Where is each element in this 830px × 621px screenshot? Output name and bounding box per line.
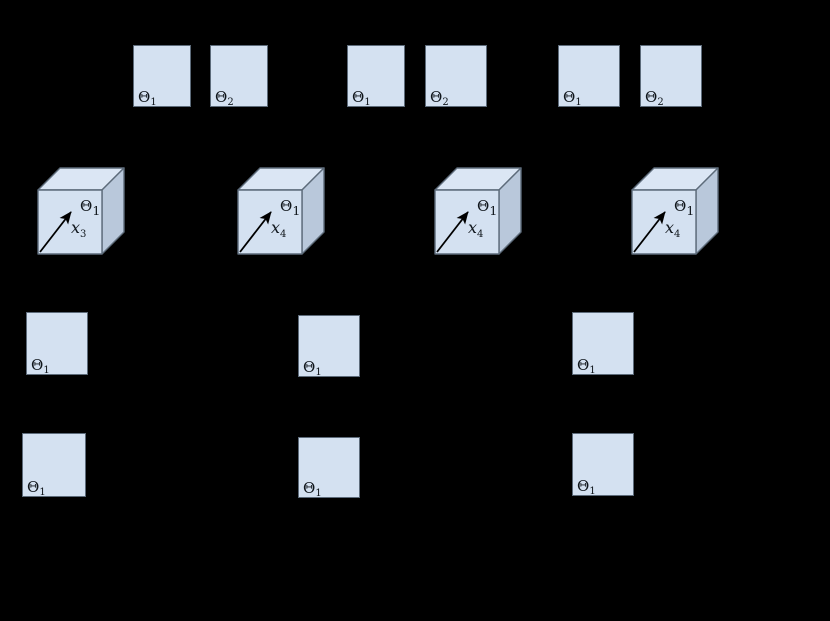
theta-symbol: Θ <box>577 477 590 495</box>
cube-geometry <box>434 167 522 255</box>
theta-subscript: 1 <box>43 365 50 376</box>
axis-subscript: 4 <box>674 229 681 240</box>
theta-label: Θ1 <box>563 88 582 108</box>
theta-label: Θ1 <box>138 88 157 108</box>
theta-symbol: Θ <box>674 197 687 215</box>
theta-symbol: Θ <box>430 88 443 106</box>
theta-label: Θ1 <box>27 478 46 498</box>
theta-subscript: 1 <box>575 97 582 108</box>
theta-subscript: 1 <box>39 487 46 498</box>
theta-subscript: 2 <box>657 97 664 108</box>
theta-subscript: 2 <box>227 97 234 108</box>
cube-axis-label: x4 <box>271 218 286 240</box>
cube-geometry <box>237 167 325 255</box>
top-square-row-square-4: Θ1 <box>558 45 620 108</box>
theta-label: Θ1 <box>303 358 322 378</box>
middle-square-row-square-0: Θ1 <box>26 312 88 376</box>
cube-theta-label: Θ1 <box>674 199 694 218</box>
top-square-row-square-0: Θ1 <box>133 45 191 108</box>
cube-axis-arrow <box>633 211 666 253</box>
theta-label: Θ1 <box>352 88 371 108</box>
cube-axis-label: x3 <box>71 218 86 240</box>
theta-subscript: 2 <box>442 97 449 108</box>
top-square-row-square-5: Θ2 <box>640 45 702 108</box>
theta-subscript: 1 <box>364 97 371 108</box>
theta-subscript: 1 <box>589 486 596 497</box>
cube-geometry <box>37 167 125 255</box>
cube-theta-label: Θ1 <box>280 199 300 218</box>
theta-symbol: Θ <box>352 88 365 106</box>
theta-symbol: Θ <box>645 88 658 106</box>
axis-symbol: x <box>271 218 281 237</box>
theta-label: Θ1 <box>31 356 50 376</box>
cube-axis-label: x4 <box>665 218 680 240</box>
theta-symbol: Θ <box>31 356 44 374</box>
theta-symbol: Θ <box>280 197 293 215</box>
axis-symbol: x <box>665 218 675 237</box>
theta-label: Θ1 <box>577 356 596 376</box>
theta-label: Θ2 <box>430 88 449 108</box>
theta-subscript: 1 <box>315 367 322 378</box>
cube-axis-arrow <box>39 211 72 253</box>
axis-subscript: 4 <box>477 229 484 240</box>
cube-theta-label: Θ1 <box>80 199 100 218</box>
theta-symbol: Θ <box>577 356 590 374</box>
cube-axis-label: x4 <box>468 218 483 240</box>
theta-symbol: Θ <box>477 197 490 215</box>
theta-label: Θ1 <box>303 479 322 499</box>
axis-subscript: 3 <box>80 229 87 240</box>
theta-subscript: 1 <box>315 488 322 499</box>
theta-label: Θ1 <box>577 477 596 497</box>
axis-symbol: x <box>468 218 478 237</box>
middle-square-row-square-2: Θ1 <box>572 312 634 376</box>
theta-symbol: Θ <box>80 197 93 215</box>
theta-symbol: Θ <box>27 478 40 496</box>
middle-square-row-square-1: Θ1 <box>298 315 360 378</box>
theta-subscript: 1 <box>489 203 498 218</box>
axis-symbol: x <box>71 218 81 237</box>
theta-symbol: Θ <box>563 88 576 106</box>
top-square-row-square-3: Θ2 <box>425 45 487 108</box>
top-square-row-square-2: Θ1 <box>347 45 405 108</box>
bottom-square-row-square-0: Θ1 <box>22 433 86 498</box>
theta-subscript: 1 <box>686 203 695 218</box>
cube-axis-arrow <box>239 211 272 253</box>
cube-geometry <box>631 167 719 255</box>
bottom-square-row-square-1: Θ1 <box>298 437 360 499</box>
theta-symbol: Θ <box>303 358 316 376</box>
theta-label: Θ2 <box>215 88 234 108</box>
theta-subscript: 1 <box>292 203 301 218</box>
theta-symbol: Θ <box>215 88 228 106</box>
theta-subscript: 1 <box>589 365 596 376</box>
theta-label: Θ2 <box>645 88 664 108</box>
theta-symbol: Θ <box>138 88 151 106</box>
axis-subscript: 4 <box>280 229 287 240</box>
top-square-row-square-1: Θ2 <box>210 45 268 108</box>
theta-symbol: Θ <box>303 479 316 497</box>
cube-theta-label: Θ1 <box>477 199 497 218</box>
theta-subscript: 1 <box>150 97 157 108</box>
cube-axis-arrow <box>436 211 469 253</box>
bottom-square-row-square-2: Θ1 <box>572 433 634 497</box>
theta-subscript: 1 <box>92 203 101 218</box>
